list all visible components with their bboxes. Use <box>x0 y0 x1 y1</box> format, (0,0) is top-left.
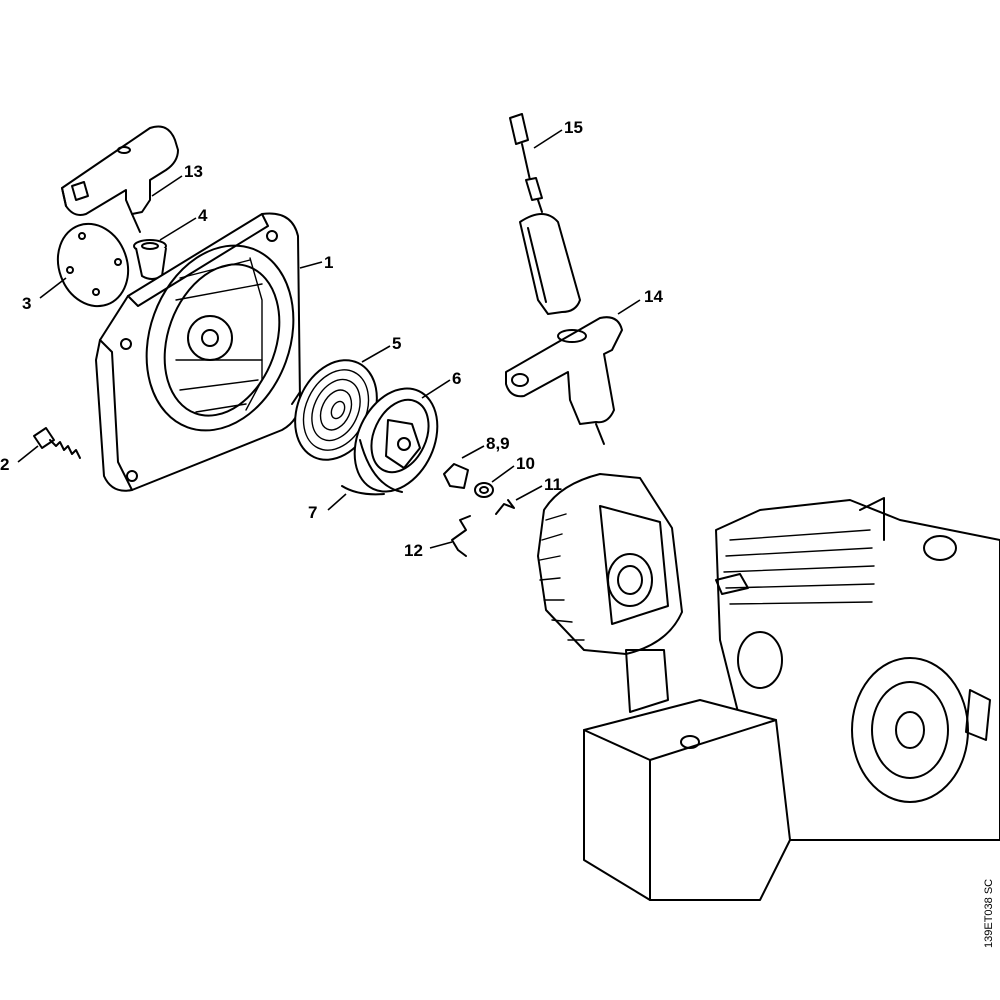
leader-2 <box>17 445 39 463</box>
callout-6: 6 <box>452 369 461 388</box>
housing-block <box>583 649 791 901</box>
leader-3 <box>39 277 67 299</box>
rope-rotor-part-6 <box>353 387 439 493</box>
leader-13 <box>151 175 183 197</box>
leader-4 <box>159 217 197 241</box>
grip-part-14 <box>505 213 623 445</box>
washer-part-10 <box>474 482 494 498</box>
leader-5 <box>361 345 391 363</box>
starter-grip-part-13 <box>61 125 179 233</box>
callout-12: 12 <box>404 541 423 560</box>
leader-6 <box>421 379 451 399</box>
starter-rope-part-7 <box>341 485 385 496</box>
rope-guide-bush-part-4 <box>133 239 167 280</box>
callout-1: 1 <box>324 253 333 272</box>
drawing-code: 139ET038 SC <box>983 879 995 948</box>
callout-labels: 1 2 3 4 5 6 7 8,9 10 11 12 13 14 15 <box>0 118 663 560</box>
leader-14 <box>617 299 641 315</box>
callout-14: 14 <box>644 287 663 306</box>
callout-10: 10 <box>516 454 535 473</box>
spring-clip-part-11 <box>495 499 515 515</box>
callout-15: 15 <box>564 118 583 137</box>
leader-7 <box>327 493 347 511</box>
spring-part-12 <box>451 515 471 557</box>
pawl-part-8-9 <box>443 463 469 489</box>
leader-1 <box>299 261 323 269</box>
callout-7: 7 <box>308 503 317 522</box>
flywheel <box>537 473 683 655</box>
callout-11: 11 <box>544 475 562 494</box>
leader-lines <box>17 129 641 549</box>
callout-13: 13 <box>184 162 203 181</box>
leader-10 <box>491 465 515 483</box>
callout-3: 3 <box>22 294 31 313</box>
leader-8-9 <box>461 445 485 459</box>
leader-15 <box>533 129 563 149</box>
tool-part-15 <box>509 113 543 213</box>
callout-2: 2 <box>0 455 9 474</box>
cover-disc-part-3 <box>56 222 130 308</box>
leader-12 <box>429 541 453 549</box>
callout-4: 4 <box>198 206 208 225</box>
engine-crankcase <box>715 497 1000 841</box>
fan-housing-part-1 <box>95 212 301 492</box>
callout-8-9: 8,9 <box>486 434 510 453</box>
screw-part-2 <box>33 427 81 459</box>
leader-11 <box>515 485 543 501</box>
callout-5: 5 <box>392 334 401 353</box>
